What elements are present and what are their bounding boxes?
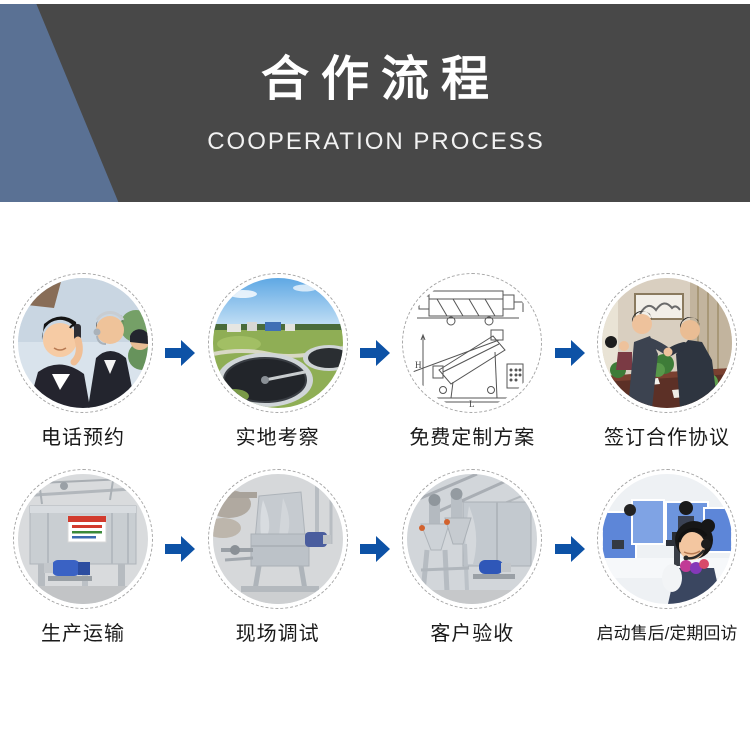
dimension-h-label: H	[415, 360, 422, 370]
step-label: 电话预约	[41, 427, 125, 449]
arrow-right-icon	[359, 536, 390, 562]
equipment-blueprint-drawing: H L	[407, 278, 538, 408]
call-center-agents-photo	[18, 278, 148, 408]
step-production-transport: 生产运输	[8, 469, 158, 647]
arrow-right-icon	[554, 536, 585, 562]
step-label: 启动售后/定期回访	[596, 624, 738, 643]
section-subtitle: COOPERATION PROCESS	[207, 128, 545, 155]
dimension-l-label: L	[469, 399, 475, 408]
banner-background	[0, 4, 750, 202]
arrow-right-icon	[165, 536, 196, 562]
step-label: 客户验收	[430, 623, 515, 645]
step-circle	[207, 273, 348, 413]
step-circle	[596, 273, 737, 413]
contract-signing-meeting-photo	[601, 278, 732, 408]
step-site-inspection: 实地考察	[203, 273, 353, 451]
arrow-right-icon	[554, 340, 585, 366]
step-label: 签订合作协议	[603, 427, 730, 449]
step-customer-acceptance: 客户验收	[397, 469, 547, 647]
step-after-sales-followup: 启动售后/定期回访	[592, 469, 742, 647]
step-onsite-commissioning: 现场调试	[203, 469, 353, 647]
process-row-2: 生产运输	[0, 469, 750, 647]
step-circle: H L	[402, 273, 543, 413]
step-circle	[13, 469, 153, 609]
production-workshop-photo	[18, 474, 148, 604]
step-sign-agreement: 签订合作协议	[592, 273, 742, 451]
step-circle	[207, 469, 348, 609]
step-circle	[596, 469, 737, 609]
step-label: 实地考察	[235, 427, 320, 449]
step-label: 生产运输	[41, 623, 125, 645]
customer-acceptance-equipment-photo	[407, 474, 538, 604]
onsite-commissioning-photo	[212, 474, 343, 604]
section-title: 合作流程	[260, 53, 501, 106]
step-label: 免费定制方案	[409, 427, 536, 449]
step-circle	[402, 469, 543, 609]
step-label: 现场调试	[235, 623, 320, 645]
arrow-right-icon	[165, 340, 196, 366]
arrow-right-icon	[359, 340, 390, 366]
step-free-custom-plan: H L 免费定制方案	[397, 273, 547, 451]
after-sales-office-photo	[601, 474, 732, 604]
step-circle	[13, 273, 153, 413]
step-phone-appointment: 电话预约	[8, 273, 158, 451]
header-banner: 合作流程 COOPERATION PROCESS	[0, 0, 750, 206]
treatment-plant-aerial-photo	[212, 278, 343, 408]
process-row-1: 电话预约	[0, 273, 750, 451]
